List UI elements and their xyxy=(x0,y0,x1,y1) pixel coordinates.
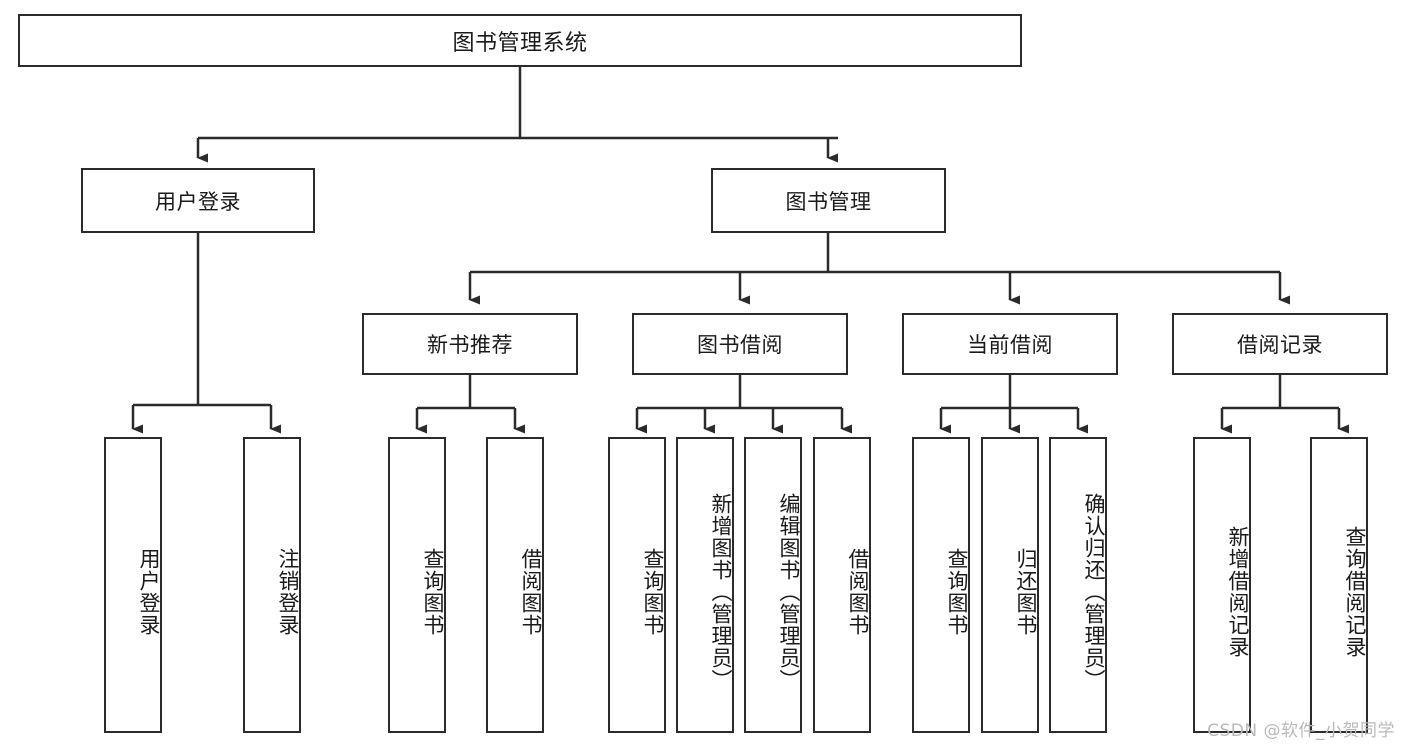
leaf-borrow-add-book[interactable]: 新增图书（管理员） xyxy=(676,437,734,733)
leaf-borrow-borrow-book[interactable]: 借阅图书 xyxy=(813,437,871,733)
leaf-logout[interactable]: 注销登录 xyxy=(243,437,301,733)
leaf-record-add-label: 新增借阅记录 xyxy=(1226,526,1250,658)
node-book-borrow-label: 图书借阅 xyxy=(697,333,783,357)
node-book-management-label: 图书管理 xyxy=(785,189,872,214)
leaf-borrow-add-book-label: 新增图书（管理员） xyxy=(709,493,733,691)
leaf-record-query-label: 查询借阅记录 xyxy=(1343,526,1367,658)
leaf-borrow-query-book-label: 查询图书 xyxy=(641,548,665,636)
leaf-user-login[interactable]: 用户登录 xyxy=(104,437,162,733)
node-borrow-record-label: 借阅记录 xyxy=(1237,333,1323,357)
node-new-book-recommend-label: 新书推荐 xyxy=(427,333,513,357)
node-user-login-label: 用户登录 xyxy=(155,189,241,214)
node-current-borrow[interactable]: 当前借阅 xyxy=(902,313,1118,375)
leaf-recommend-borrow-book-label: 借阅图书 xyxy=(519,548,543,636)
leaf-borrow-query-book[interactable]: 查询图书 xyxy=(608,437,666,733)
node-root[interactable]: 图书管理系统 xyxy=(18,14,1022,67)
leaf-current-return-book[interactable]: 归还图书 xyxy=(981,437,1039,733)
leaf-record-query[interactable]: 查询借阅记录 xyxy=(1310,437,1368,733)
leaf-current-return-book-label: 归还图书 xyxy=(1014,548,1038,636)
leaf-recommend-query-book[interactable]: 查询图书 xyxy=(388,437,446,733)
node-new-book-recommend[interactable]: 新书推荐 xyxy=(362,313,578,375)
leaf-user-login-label: 用户登录 xyxy=(137,548,161,636)
leaf-current-confirm-return-label: 确认归还（管理员） xyxy=(1082,493,1106,691)
node-book-management[interactable]: 图书管理 xyxy=(711,168,946,233)
leaf-borrow-edit-book-label: 编辑图书（管理员） xyxy=(777,493,801,691)
leaf-recommend-query-book-label: 查询图书 xyxy=(421,548,445,636)
leaf-current-query-book[interactable]: 查询图书 xyxy=(912,437,970,733)
node-borrow-record[interactable]: 借阅记录 xyxy=(1172,313,1388,375)
node-root-label: 图书管理系统 xyxy=(452,30,588,56)
node-current-borrow-label: 当前借阅 xyxy=(967,333,1053,357)
leaf-record-add[interactable]: 新增借阅记录 xyxy=(1193,437,1251,733)
node-book-borrow[interactable]: 图书借阅 xyxy=(632,313,848,375)
leaf-borrow-borrow-book-label: 借阅图书 xyxy=(846,548,870,636)
leaf-borrow-edit-book[interactable]: 编辑图书（管理员） xyxy=(744,437,802,733)
leaf-current-confirm-return[interactable]: 确认归还（管理员） xyxy=(1049,437,1107,733)
leaf-current-query-book-label: 查询图书 xyxy=(945,548,969,636)
node-user-login[interactable]: 用户登录 xyxy=(81,168,315,233)
leaf-logout-label: 注销登录 xyxy=(276,548,300,636)
leaf-recommend-borrow-book[interactable]: 借阅图书 xyxy=(486,437,544,733)
